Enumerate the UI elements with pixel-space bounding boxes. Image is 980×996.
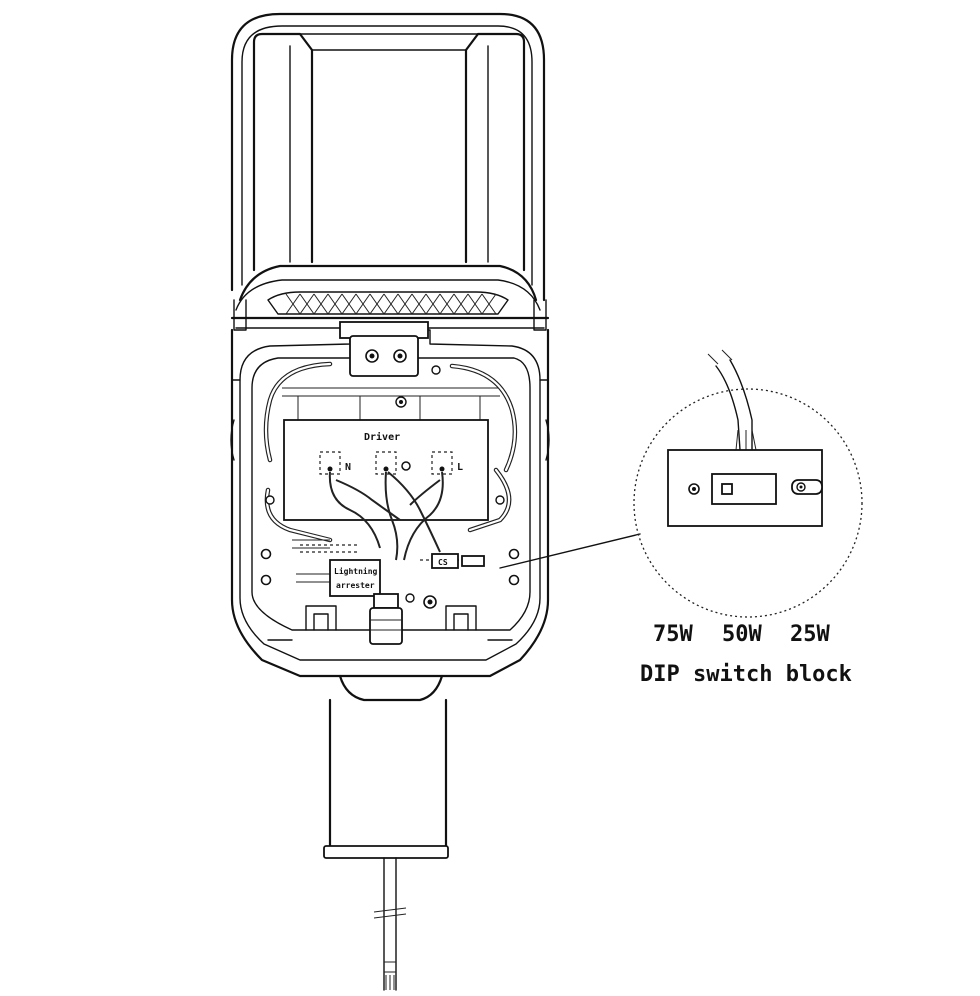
lightning-arrester: Lightning arrester (329, 559, 381, 597)
small-component-label: CS (438, 558, 448, 567)
top-clamp-block (339, 321, 441, 377)
ground-symbol-icon (401, 461, 411, 471)
arrester-label-line2: arrester (336, 581, 375, 590)
arrester-label-line1: Lightning (334, 566, 378, 576)
dip-caption: DIP switch block (640, 662, 852, 687)
bottom-feet (267, 605, 513, 641)
small-component: CS (431, 553, 485, 569)
dip-option-75w: 75W (653, 622, 693, 647)
lamp-head (230, 12, 546, 302)
terminal-n-label: N (345, 462, 351, 473)
dip-callout-circle (633, 388, 863, 618)
inner-rails (282, 387, 500, 420)
dip-option-25w: 25W (790, 622, 830, 647)
mounting-holes (260, 495, 520, 586)
hinge-grille (230, 264, 550, 331)
cable-gland (369, 593, 437, 645)
driver-label: Driver (364, 431, 400, 443)
pole-arm (323, 674, 449, 991)
dip-option-50w: 50W (722, 622, 762, 647)
driver-box: Driver N L (283, 419, 489, 521)
dip-callout: 75W 50W 25W DIP switch block (499, 349, 863, 687)
housing-body (230, 328, 550, 678)
terminal-l-label: L (457, 462, 463, 473)
